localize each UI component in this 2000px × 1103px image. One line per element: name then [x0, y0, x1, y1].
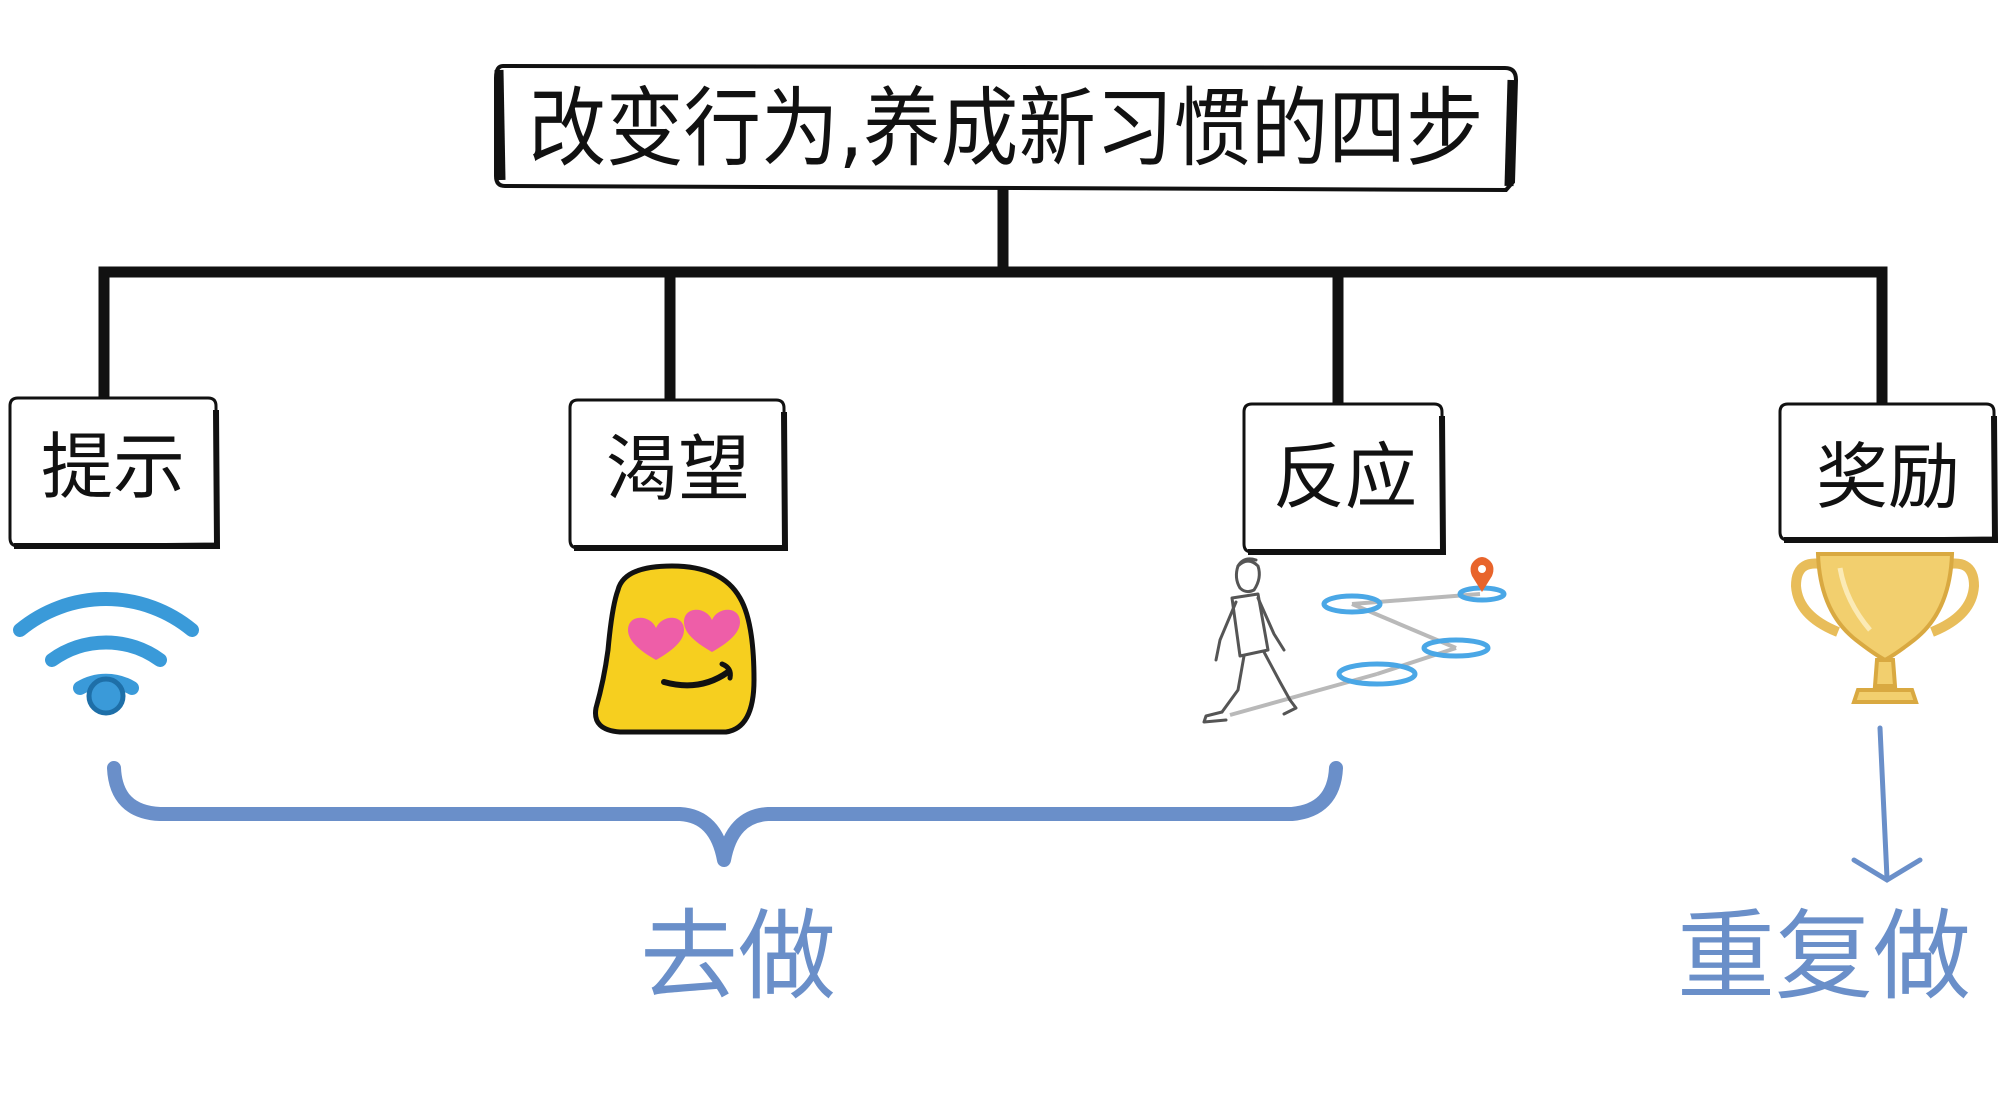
- pin-hole: [1478, 565, 1486, 573]
- down-arrow: [1851, 725, 1923, 883]
- step-box-3-frame: [1242, 402, 1445, 554]
- trophy-handle-right: [1930, 558, 1980, 637]
- pin-body: [1470, 557, 1494, 592]
- location-pin-icon: [1470, 557, 1494, 592]
- step-box-3: 反应: [1242, 402, 1447, 555]
- step-box-2-frame: [568, 398, 787, 550]
- route-seg-2: [1376, 646, 1457, 676]
- walking-man-figure: [1202, 557, 1298, 724]
- emoji-face: [593, 563, 757, 735]
- arrow-head: [1851, 857, 1923, 883]
- trophy-icon: [1790, 552, 1980, 704]
- route-node-2: [1421, 637, 1491, 659]
- man-shoe-back: [1202, 710, 1228, 724]
- step-box-1: 提示: [8, 396, 221, 549]
- step-label-4: 奖励: [1816, 435, 1960, 519]
- emoji-heart-right: [684, 609, 740, 652]
- step-box-4: 奖励: [1778, 402, 1999, 543]
- heart-eyes-emoji-icon: [593, 563, 757, 735]
- step-label-3: 反应: [1273, 435, 1417, 519]
- emoji-smile: [661, 669, 731, 689]
- repeat-label: 重复做: [1677, 900, 1971, 1014]
- wifi-arc-middle: [45, 635, 167, 667]
- step-box-1-frame: [8, 396, 219, 548]
- curly-brace: [107, 761, 1343, 867]
- step-box-2-shadow: [574, 411, 789, 551]
- emoji-heart-left: [628, 617, 684, 660]
- wifi-arc-outer: [13, 592, 199, 637]
- brace-label: 去做: [640, 900, 836, 1014]
- title-box-right-edge: [1504, 79, 1517, 187]
- trophy-cup-shine: [1837, 567, 1872, 632]
- step-box-4-shadow: [1784, 415, 1999, 543]
- emoji-smile-tip: [719, 661, 733, 681]
- step-box-3-shadow: [1248, 415, 1447, 555]
- arrow-shaft: [1877, 725, 1890, 881]
- title-box-left-edge: [494, 69, 506, 181]
- man-leg-back: [1220, 654, 1246, 714]
- step-box-4-frame: [1778, 402, 1997, 542]
- man-torso: [1230, 592, 1270, 658]
- walking-man-route-icon: [1202, 557, 1507, 724]
- tree-connectors: [98, 184, 1888, 410]
- man-leg-front: [1262, 650, 1292, 702]
- step-box-1-shadow: [14, 409, 221, 549]
- step-box-2: 渴望: [568, 398, 789, 551]
- route-nodes: [1321, 585, 1507, 687]
- man-shoe-front: [1282, 698, 1298, 716]
- route-node-3: [1321, 593, 1383, 615]
- man-hair: [1236, 557, 1258, 568]
- step-label-1: 提示: [41, 425, 185, 509]
- man-arm-back: [1214, 600, 1238, 662]
- man-head: [1234, 559, 1261, 594]
- step-label-2: 渴望: [606, 427, 750, 511]
- diagram-title: 改变行为,养成新习惯的四步: [529, 79, 1484, 179]
- man-arm-front: [1256, 596, 1286, 652]
- wifi-icon: [13, 592, 199, 716]
- trophy-base: [1851, 688, 1919, 704]
- wifi-dot: [86, 676, 126, 716]
- route-node-1: [1336, 661, 1418, 687]
- trophy-handle-left: [1790, 558, 1840, 637]
- title-box: 改变行为,养成新习惯的四步: [494, 63, 1519, 193]
- trophy-stem: [1872, 658, 1898, 688]
